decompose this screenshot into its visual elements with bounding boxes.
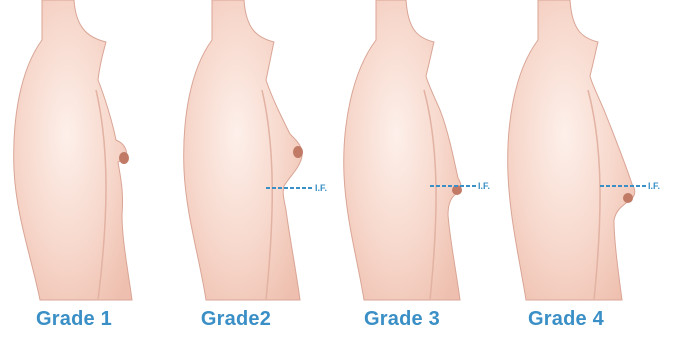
torso-silhouette <box>14 0 132 300</box>
torso-silhouette <box>344 0 461 300</box>
torso-grade-4: I.F. <box>508 0 660 300</box>
grade-label-3: Grade 3 <box>342 308 462 331</box>
torso-silhouette <box>508 0 635 300</box>
nipple <box>119 152 129 164</box>
marker-label: I.F. <box>648 181 660 191</box>
torso-grade-2: I.F. <box>184 0 327 300</box>
nipple <box>293 146 303 158</box>
nipple <box>623 193 633 203</box>
marker-label: I.F. <box>315 183 327 193</box>
torso-grade-3: I.F. <box>344 0 490 300</box>
grade-label-4: Grade 4 <box>506 308 626 331</box>
torso-grade-1 <box>14 0 132 300</box>
marker-label: I.F. <box>478 181 490 191</box>
grade-label-2: Grade2 <box>176 308 296 331</box>
torso-silhouette <box>184 0 302 300</box>
grade-label-1: Grade 1 <box>14 308 134 331</box>
